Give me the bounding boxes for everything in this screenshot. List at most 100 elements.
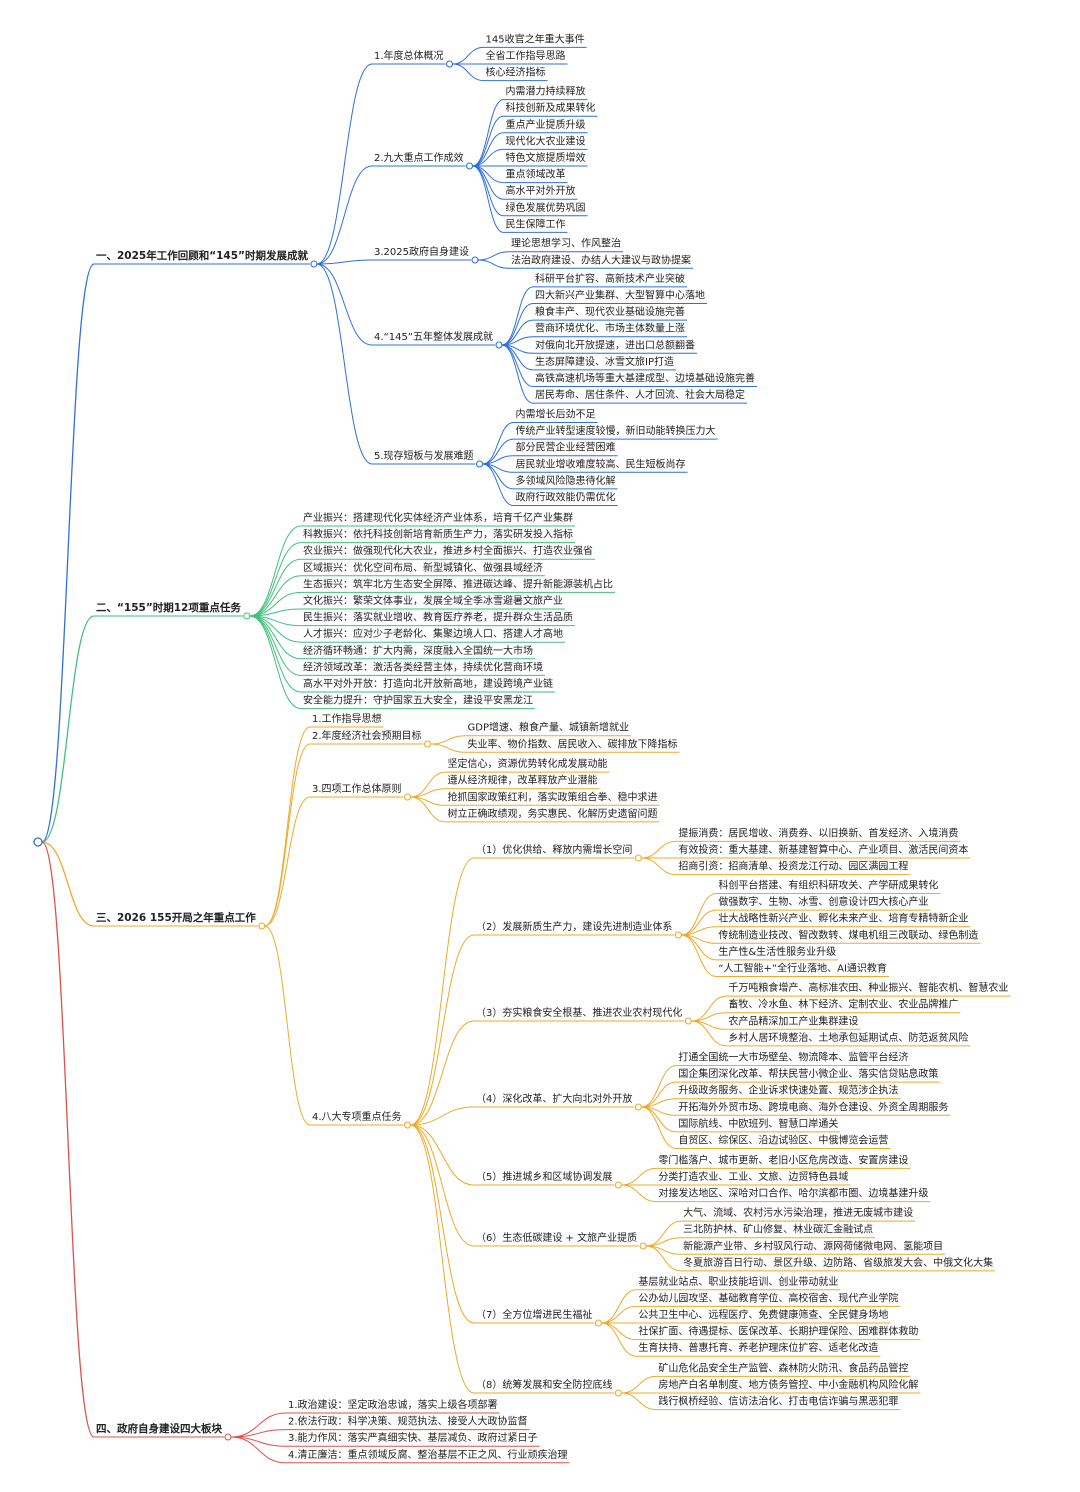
leaf-node[interactable]: 科研平台扩容、高新技术产业突破 (535, 272, 685, 285)
leaf-node[interactable]: 乡村人居环境整治、土地承包延期试点、防范返贫风险 (728, 1031, 968, 1044)
leaf-node[interactable]: 公办幼儿园攻坚、基础教育学位、高校宿舍、现代产业学院 (638, 1291, 898, 1304)
leaf-node[interactable]: 部分民营企业经营困难 (516, 441, 616, 454)
topic-node[interactable]: 3.能力作风：落实严真细实快、基层减负、政府过紧日子 (288, 1431, 538, 1444)
topic-node[interactable]: 区域振兴：优化空间布局、新型城镇化、做强县域经济 (303, 561, 543, 574)
leaf-node[interactable]: 矿山危化品安全生产监管、森林防火防汛、食品药品管控 (658, 1361, 908, 1374)
leaf-node[interactable]: 失业率、物价指数、居民收入、碳排放下降指标 (468, 737, 678, 750)
collapse-toggle[interactable] (614, 1389, 622, 1397)
leaf-node[interactable]: 农产品精深加工产业集群建设 (728, 1014, 858, 1027)
leaf-node[interactable]: 法治政府建设、办结人大建议与政协提案 (511, 253, 691, 266)
topic-node[interactable]: 2.依法行政：科学决策、规范执法、接受人大政协监督 (288, 1415, 528, 1428)
leaf-node[interactable]: 绿色发展优势巩固 (506, 201, 586, 214)
section-title[interactable]: 二、“155”时期12项重点任务 (96, 601, 241, 614)
leaf-node[interactable]: 坚定信心，资源优势转化成发展动能 (448, 757, 608, 770)
leaf-node[interactable]: 居民就业增收难度较高、民生短板尚存 (516, 457, 686, 470)
collapse-toggle[interactable] (445, 60, 454, 68)
topic-node[interactable]: 2.九大重点工作成效 (374, 151, 464, 164)
leaf-node[interactable]: 提振消费：居民增收、消费券、以旧换新、首发经济、入境消费 (678, 826, 958, 839)
collapse-toggle[interactable] (471, 256, 479, 264)
leaf-node[interactable]: 理论思想学习、作风整治 (511, 237, 621, 250)
task-node[interactable]: （8）统筹发展和安全防控底线 (476, 1378, 612, 1391)
leaf-node[interactable]: 政府行政效能仍需优化 (516, 491, 616, 504)
leaf-node[interactable]: 畜牧、冷水鱼、林下经济、定制农业、农业品牌推广 (728, 998, 958, 1011)
collapse-toggle[interactable] (634, 854, 642, 862)
leaf-node[interactable]: 新能源产业带、乡村驭风行动、源网荷储微电网、氢能项目 (683, 1239, 943, 1252)
leaf-node[interactable]: 重点产业提质升级 (506, 118, 586, 131)
leaf-node[interactable]: 自贸区、综保区、沿边试验区、中俄博览会运营 (678, 1134, 888, 1147)
leaf-node[interactable]: 科技创新及成果转化 (506, 101, 596, 114)
topic-node[interactable]: 经济循环畅通：扩大内需，深度融入全国统一大市场 (303, 644, 533, 657)
collapse-toggle[interactable] (403, 1121, 412, 1129)
leaf-node[interactable]: 生态屏障建设、冰雪文旅IP打造 (535, 355, 674, 368)
leaf-node[interactable]: 做强数字、生物、冰雪、创意设计四大核心产业 (718, 895, 928, 908)
leaf-node[interactable]: 营商环境优化、市场主体数量上涨 (535, 322, 685, 335)
leaf-node[interactable]: 基层就业站点、职业技能培训、创业带动就业 (638, 1275, 838, 1288)
collapse-toggle[interactable] (495, 341, 503, 349)
task-node[interactable]: （6）生态低碳建设 + 文旅产业提质 (476, 1231, 637, 1244)
topic-node[interactable]: 高水平对外开放：打造向北开放新高地，建设跨境产业链 (303, 677, 553, 690)
leaf-node[interactable]: 三北防护林、矿山修复、林业碳汇金融试点 (683, 1223, 873, 1236)
task-node[interactable]: （3）夯实粮食安全根基、推进农业农村现代化 (476, 1006, 682, 1019)
topic-node[interactable]: 2.年度经济社会预期目标 (312, 729, 422, 742)
leaf-node[interactable]: 内需潜力持续释放 (506, 85, 586, 98)
collapse-toggle[interactable] (258, 922, 266, 930)
section-title[interactable]: 三、2026 155开局之年重点工作 (96, 911, 256, 924)
leaf-node[interactable]: 传统制造业技改、智改数转、煤电机组三改联动、绿色制造 (718, 928, 978, 941)
collapse-toggle[interactable] (243, 612, 251, 620)
topic-node[interactable]: 4.“145”五年整体发展成就 (374, 330, 493, 343)
leaf-node[interactable]: 房地产白名单制度、地方债务管控、中小金融机构风险化解 (658, 1378, 918, 1391)
root-node[interactable] (33, 837, 43, 847)
topic-node[interactable]: 生态振兴：筑牢北方生态安全屏障、推进碳达峰、提升新能源装机占比 (303, 577, 613, 590)
topic-node[interactable]: 文化振兴：繁荣文体事业，发展全域全季冰雪避暑文旅产业 (303, 594, 563, 607)
leaf-node[interactable]: 公共卫生中心、远程医疗、免费健康筛查、全民健身场地 (638, 1308, 888, 1321)
collapse-toggle[interactable] (684, 1017, 692, 1025)
task-node[interactable]: （7）全方位增进民生福祉 (476, 1308, 592, 1321)
topic-node[interactable]: 3.2025政府自身建设 (374, 245, 469, 258)
topic-node[interactable]: 民生振兴：落实就业增收、教育医疗养老，提升群众生活品质 (303, 611, 573, 624)
leaf-node[interactable]: 全省工作指导思路 (486, 49, 566, 62)
leaf-node[interactable]: 千万吨粮食增产、高标准农田、种业振兴、智能农机、智慧农业 (728, 981, 1008, 994)
leaf-node[interactable]: 遵从经济规律，改革释放产业潜能 (448, 774, 598, 787)
leaf-node[interactable]: 高水平对外开放 (506, 184, 576, 197)
leaf-node[interactable]: 大气、流域、农村污水污染治理，推进无废城市建设 (683, 1206, 913, 1219)
topic-node[interactable]: 1.政治建设：坚定政治忠诚，落实上级各项部署 (288, 1398, 498, 1411)
topic-node[interactable]: 经济领域改革：激活各类经营主体，持续优化营商环境 (303, 660, 543, 673)
leaf-node[interactable]: 特色文旅提质增效 (506, 151, 586, 164)
collapse-toggle[interactable] (634, 1103, 642, 1111)
leaf-node[interactable]: 多领域风险隐患待化解 (516, 474, 616, 487)
topic-node[interactable]: 安全能力提升：守护国家五大安全，建设平安黑龙江 (303, 694, 533, 707)
leaf-node[interactable]: 高铁高速机场等重大基建成型、边境基础设施完善 (535, 372, 755, 385)
leaf-node[interactable]: 对俄向北开放提速，进出口总额翻番 (535, 338, 695, 351)
topic-node[interactable]: 4.八大专项重点任务 (312, 1110, 402, 1123)
collapse-toggle[interactable] (310, 260, 318, 268)
collapse-toggle[interactable] (475, 460, 484, 468)
topic-node[interactable]: 产业振兴：搭建现代化实体经济产业体系，培育千亿产业集群 (303, 511, 573, 524)
leaf-node[interactable]: 零门槛落户、城市更新、老旧小区危房改造、安置房建设 (658, 1153, 908, 1166)
leaf-node[interactable]: “人工智能+”全行业落地、AI通识教育 (718, 962, 887, 975)
leaf-node[interactable]: 打通全国统一大市场壁垒、物流降本、监管平台经济 (678, 1051, 908, 1064)
section-title[interactable]: 四、政府自身建设四大板块 (96, 1422, 222, 1435)
collapse-toggle[interactable] (614, 1181, 622, 1189)
collapse-toggle[interactable] (674, 931, 682, 939)
topic-node[interactable]: 4.清正廉洁：重点领域反腐、整治基层不正之风、行业顽疾治理 (288, 1448, 568, 1461)
leaf-node[interactable]: 有效投资：重大基建、新基建智算中心、产业项目、激活民间资本 (678, 843, 968, 856)
topic-node[interactable]: 农业振兴：做强现代化大农业，推进乡村全面振兴、打造农业强省 (303, 544, 593, 557)
leaf-node[interactable]: 践行枫桥经验、信访法治化、打击电信诈骗与黑恶犯罪 (658, 1395, 898, 1408)
leaf-node[interactable]: 分类打造农业、工业、文旅、边贸特色县域 (658, 1170, 848, 1183)
leaf-node[interactable]: 重点领域改革 (506, 168, 566, 181)
topic-node[interactable]: 科教振兴：依托科技创新培育新质生产力，落实研发投入指标 (303, 528, 573, 541)
leaf-node[interactable]: 粮食丰产、现代农业基础设施完善 (535, 305, 685, 318)
leaf-node[interactable]: 树立正确政绩观，务实惠民、化解历史遗留问题 (448, 807, 658, 820)
leaf-node[interactable]: 民生保障工作 (506, 217, 566, 230)
leaf-node[interactable]: 居民寿命、居住条件、人才回流、社会大局稳定 (535, 388, 745, 401)
leaf-node[interactable]: 招商引资：招商清单、投资龙江行动、园区满园工程 (678, 860, 908, 873)
leaf-node[interactable]: 四大新兴产业集群、大型智算中心落地 (535, 289, 705, 302)
task-node[interactable]: （1）优化供给、释放内需增长空间 (476, 843, 632, 856)
leaf-node[interactable]: 生产性&生活性服务业升级 (718, 945, 836, 958)
leaf-node[interactable]: 对接发达地区、深哈对口合作、哈尔滨都市圈、边境基建升级 (658, 1187, 928, 1200)
collapse-toggle[interactable] (224, 1433, 232, 1441)
topic-node[interactable]: 1.年度总体概况 (374, 49, 444, 62)
collapse-toggle[interactable] (403, 793, 412, 801)
leaf-node[interactable]: 145收官之年重大事件 (486, 32, 585, 45)
topic-node[interactable]: 5.现存短板与发展难题 (374, 449, 474, 462)
